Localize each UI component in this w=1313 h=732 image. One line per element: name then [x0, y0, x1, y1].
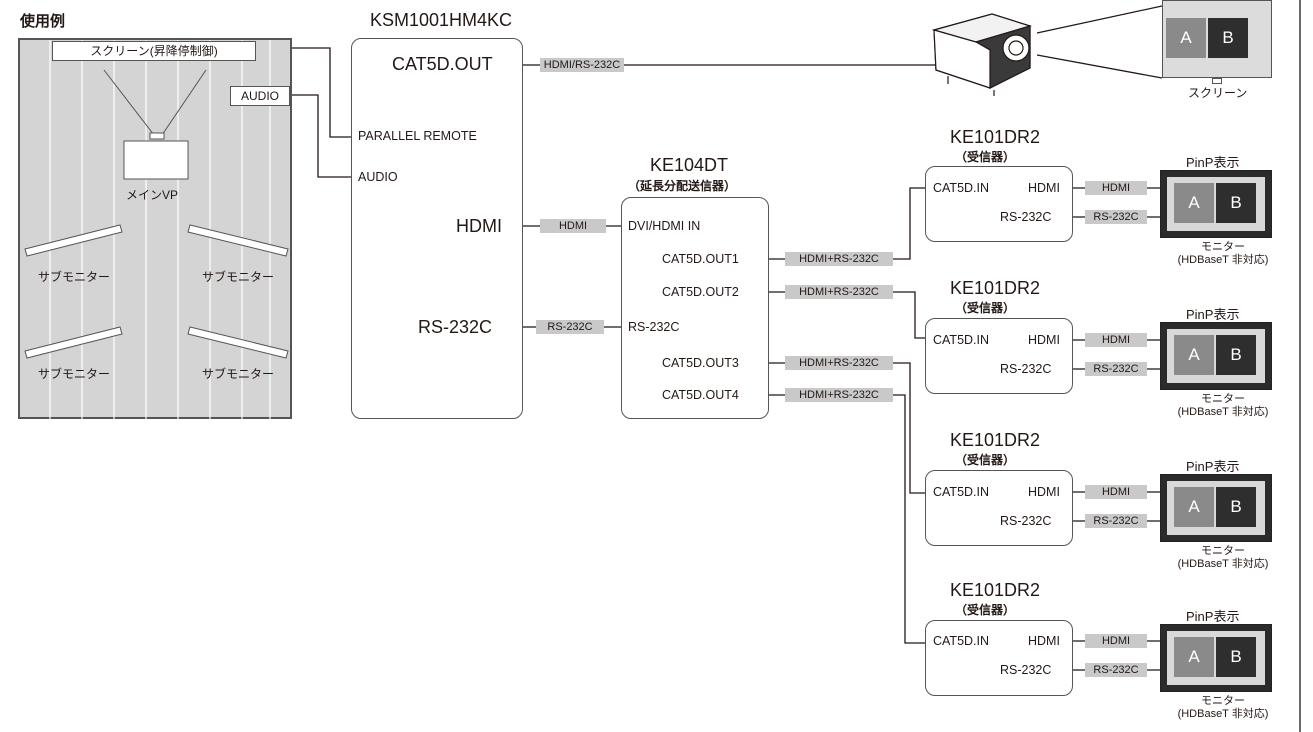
- receiver-hdmi-label: HDMI: [1028, 485, 1060, 499]
- window-a: A: [1174, 335, 1214, 375]
- example-title: 使用例: [20, 13, 66, 30]
- window-a: A: [1174, 183, 1214, 223]
- ke104-rs232c-label: RS-232C: [628, 320, 680, 334]
- monitor-caption: モニター (HDBaseT 非対応): [1160, 545, 1286, 571]
- screen-window-b: B: [1208, 18, 1248, 58]
- ke104-subtitle: （延長分配送信器）: [628, 179, 737, 193]
- receiver-model-title: KE101DR2: [950, 430, 1041, 450]
- main-vp-label: メインVP: [126, 188, 179, 202]
- monitor-note: (HDBaseT 非対応): [1177, 708, 1269, 720]
- receiver-model-title: KE101DR2: [950, 580, 1041, 600]
- monitor-caption: モニター (HDBaseT 非対応): [1160, 241, 1286, 267]
- receiver-rs232c-label: RS-232C: [1000, 514, 1052, 528]
- receiver-model-title: KE101DR2: [950, 278, 1041, 298]
- rs232c-tag: RS-232C: [536, 320, 604, 334]
- hdmi-plus-rs232c-tag: HDMI+RS-232C: [785, 285, 893, 299]
- screen-control-label: スクリーン(昇降停制御): [52, 41, 256, 61]
- receiver-box: [925, 166, 1073, 242]
- pinp-label: PinP表示: [1186, 307, 1240, 322]
- hdmi-rs232c-tag: HDMI/RS-232C: [540, 58, 624, 72]
- hdmi-tag: HDMI: [540, 219, 606, 233]
- sub-monitor-label: サブモニター: [202, 367, 275, 381]
- ke104-out1-label: CAT5D.OUT1: [662, 252, 739, 266]
- ksm-cat5d-out-label: CAT5D.OUT: [392, 54, 493, 74]
- pinp-label: PinP表示: [1186, 155, 1240, 170]
- hdmi-plus-rs232c-tag: HDMI+RS-232C: [785, 252, 893, 266]
- ksm-audio-label: AUDIO: [358, 170, 398, 184]
- receiver-rs232c-label: RS-232C: [1000, 663, 1052, 677]
- receiver-box: [925, 318, 1073, 394]
- hdmi-tag: HDMI: [1085, 634, 1147, 648]
- rs232c-tag: RS-232C: [1085, 514, 1147, 528]
- ke104-model-title: KE104DT: [650, 155, 729, 175]
- rs232c-tag: RS-232C: [1085, 362, 1147, 376]
- monitor-caption: モニター (HDBaseT 非対応): [1160, 393, 1286, 419]
- receiver-subtitle: （受信器）: [955, 150, 1016, 164]
- pinp-label: PinP表示: [1186, 609, 1240, 624]
- monitor-name: モニター: [1201, 545, 1245, 557]
- receiver-cat5d-in-label: CAT5D.IN: [933, 333, 990, 347]
- screen-stand: [1212, 78, 1222, 84]
- ke104-dvi-hdmi-in-label: DVI/HDMI IN: [628, 219, 701, 233]
- receiver-model-title: KE101DR2: [950, 127, 1041, 147]
- monitor-note: (HDBaseT 非対応): [1177, 406, 1269, 418]
- ksm-rs232c-label: RS-232C: [418, 317, 493, 337]
- ke104-out4-label: CAT5D.OUT4: [662, 388, 739, 402]
- window-a: A: [1174, 637, 1214, 677]
- window-b: B: [1216, 487, 1256, 527]
- receiver-hdmi-label: HDMI: [1028, 181, 1060, 195]
- hdmi-plus-rs232c-tag: HDMI+RS-232C: [785, 356, 893, 370]
- receiver-cat5d-in-label: CAT5D.IN: [933, 181, 990, 195]
- hdmi-tag: HDMI: [1085, 333, 1147, 347]
- monitor-name: モニター: [1201, 241, 1245, 253]
- room-audio-label: AUDIO: [230, 86, 290, 106]
- hdmi-plus-rs232c-tag: HDMI+RS-232C: [785, 388, 893, 402]
- receiver-subtitle: （受信器）: [955, 301, 1016, 315]
- window-b: B: [1216, 637, 1256, 677]
- pinp-label: PinP表示: [1186, 459, 1240, 474]
- monitor-name: モニター: [1201, 393, 1245, 405]
- sub-monitor-label: サブモニター: [38, 270, 111, 284]
- rs232c-tag: RS-232C: [1085, 210, 1147, 224]
- hdmi-tag: HDMI: [1085, 181, 1147, 195]
- ke104-out2-label: CAT5D.OUT2: [662, 285, 739, 299]
- receiver-rs232c-label: RS-232C: [1000, 210, 1052, 224]
- screen-window-a: A: [1166, 18, 1206, 58]
- hdmi-tag: HDMI: [1085, 485, 1147, 499]
- receiver-hdmi-label: HDMI: [1028, 634, 1060, 648]
- receiver-subtitle: （受信器）: [955, 603, 1016, 617]
- receiver-cat5d-in-label: CAT5D.IN: [933, 634, 990, 648]
- sub-monitor-label: サブモニター: [202, 270, 275, 284]
- ksm-model-title: KSM1001HM4KC: [370, 10, 513, 30]
- screen-label: スクリーン: [1188, 86, 1248, 100]
- ksm-hdmi-label: HDMI: [456, 216, 502, 236]
- receiver-cat5d-in-label: CAT5D.IN: [933, 485, 990, 499]
- receiver-hdmi-label: HDMI: [1028, 333, 1060, 347]
- receiver-box: [925, 620, 1073, 696]
- monitor-caption: モニター (HDBaseT 非対応): [1160, 695, 1286, 721]
- window-b: B: [1216, 183, 1256, 223]
- window-a: A: [1174, 487, 1214, 527]
- ke104-device-box: [621, 197, 769, 419]
- window-b: B: [1216, 335, 1256, 375]
- receiver-box: [925, 470, 1073, 546]
- ksm-device-box: [351, 38, 523, 419]
- receiver-rs232c-label: RS-232C: [1000, 362, 1052, 376]
- ke104-out3-label: CAT5D.OUT3: [662, 356, 739, 370]
- monitor-note: (HDBaseT 非対応): [1177, 254, 1269, 266]
- rs232c-tag: RS-232C: [1085, 663, 1147, 677]
- monitor-note: (HDBaseT 非対応): [1177, 558, 1269, 570]
- monitor-name: モニター: [1201, 695, 1245, 707]
- sub-monitor-label: サブモニター: [38, 367, 111, 381]
- ksm-parallel-remote-label: PARALLEL REMOTE: [358, 129, 477, 143]
- receiver-subtitle: （受信器）: [955, 453, 1016, 467]
